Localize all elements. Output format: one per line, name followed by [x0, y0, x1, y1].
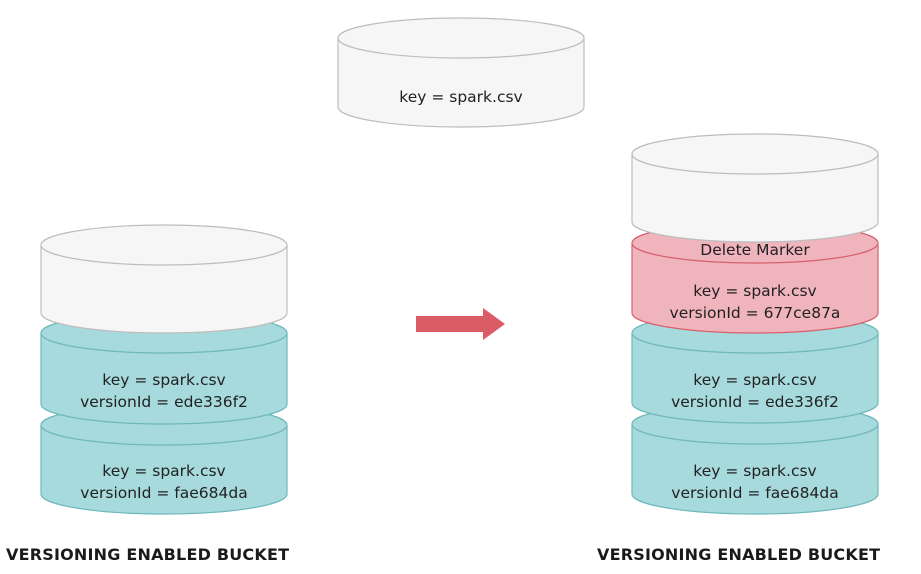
- left-empty-slot-body: [40, 245, 288, 334]
- left-version-layer-2-key: key = spark.csv: [102, 462, 225, 480]
- incoming-object-body: [337, 38, 585, 128]
- left-empty-slot: [40, 224, 288, 334]
- right-version-layer-1-version-id: versionId = ede336f2: [671, 393, 839, 411]
- left-version-layer-1-version-id: versionId = ede336f2: [80, 393, 248, 411]
- right-version-layer-2-key: key = spark.csv: [693, 462, 816, 480]
- versioning-diagram: key = spark.csv key = spark.csv versionI…: [40, 17, 879, 515]
- right-arrow-icon: [416, 308, 505, 340]
- delete-marker-version-id: versionId = 677ce87a: [670, 304, 841, 322]
- left-version-layer-1-body: [40, 333, 288, 425]
- incoming-object: key = spark.csv: [337, 17, 585, 128]
- right-arrow-shape: [416, 308, 505, 340]
- delete-marker-body: [631, 243, 879, 334]
- delete-marker-key: key = spark.csv: [693, 282, 816, 300]
- right-version-layer-1: key = spark.csv versionId = ede336f2: [631, 312, 879, 424]
- left-bucket: key = spark.csv versionId = fae684da key…: [40, 224, 288, 515]
- left-empty-slot-top: [40, 224, 288, 266]
- right-version-layer-1-key: key = spark.csv: [693, 371, 816, 389]
- delete-marker-title: Delete Marker: [700, 241, 810, 259]
- right-version-layer-2-body: [631, 424, 879, 515]
- incoming-object-top: [337, 17, 585, 59]
- right-empty-slot: [631, 133, 879, 243]
- incoming-object-key: key = spark.csv: [399, 88, 522, 106]
- left-bucket-caption: VERSIONING ENABLED BUCKET: [6, 545, 290, 564]
- left-version-layer-2-version-id: versionId = fae684da: [80, 484, 247, 502]
- right-empty-slot-body: [631, 154, 879, 243]
- right-bucket: key = spark.csv versionId = fae684da key…: [631, 133, 879, 515]
- right-version-layer-1-body: [631, 333, 879, 424]
- left-version-layer-2-body: [40, 425, 288, 515]
- right-bucket-caption: VERSIONING ENABLED BUCKET: [597, 545, 881, 564]
- left-version-layer-1-key: key = spark.csv: [102, 371, 225, 389]
- right-version-layer-2-version-id: versionId = fae684da: [671, 484, 838, 502]
- right-empty-slot-top: [631, 133, 879, 175]
